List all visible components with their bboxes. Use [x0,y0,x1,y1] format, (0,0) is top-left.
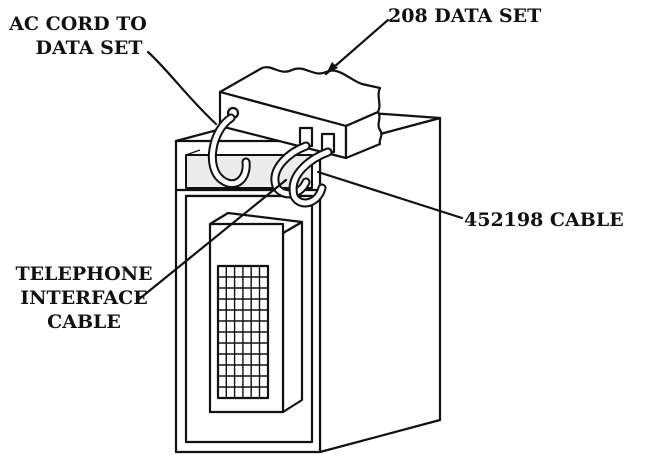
data-set-208 [218,66,383,160]
label-telephone-line3: CABLE [47,311,121,333]
label-telephone-cable: TELEPHONE INTERFACE CABLE [15,263,152,333]
label-telephone-line2: INTERFACE [20,287,147,309]
leader-lines [136,18,464,302]
label-telephone-line1: TELEPHONE [15,263,152,285]
label-ac-cord: AC CORD TO DATA SET [8,13,147,59]
label-data-set: 208 DATA SET [388,5,541,27]
telephone-interface-unit [208,211,304,414]
label-ac-cord-line1: AC CORD TO [8,13,147,35]
label-452198-cable: 452198 CABLE [464,209,624,231]
vent-grille [216,264,270,400]
label-ac-cord-line2: DATA SET [36,37,143,59]
cables [207,113,333,208]
